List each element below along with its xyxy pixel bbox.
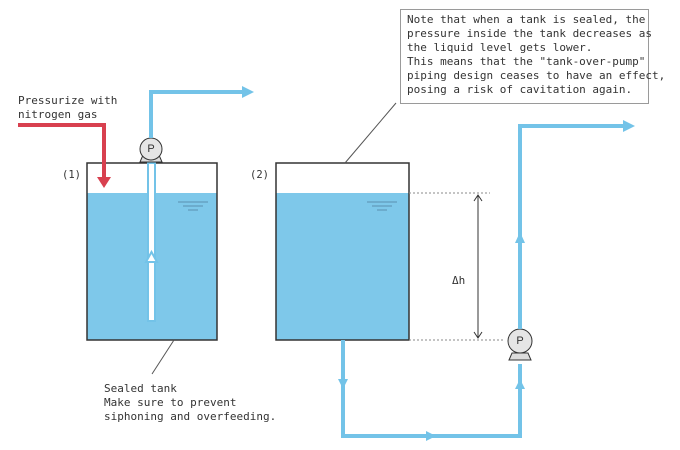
flow-arrow-up-upper: [515, 232, 525, 243]
nitrogen-gas-pipe: [18, 123, 111, 188]
flow-arrow-down: [338, 379, 348, 389]
tank-1-number: (1): [62, 169, 81, 181]
gas-arrow-head: [97, 177, 111, 188]
pump-2-label: P: [516, 335, 524, 347]
tank-2-liquid: [276, 193, 409, 340]
sealed-tank-line-1: Sealed tank: [104, 382, 177, 395]
sealed-tank-line-3: siphoning and overfeeding.: [104, 410, 277, 423]
pressurize-label-line-2: nitrogen gas: [18, 108, 98, 121]
note-callout: [400, 9, 649, 104]
dip-tube-arrow: [144, 249, 159, 263]
flow-arrow-up-lower: [515, 379, 525, 389]
note-line-4: This means that the "tank-over-pump": [407, 55, 646, 68]
delta-h-dimension: [409, 192, 505, 341]
dip-tube: [147, 162, 156, 322]
tank-2-number: (2): [250, 169, 269, 181]
pump-2: [507, 328, 533, 361]
flow-arrow-right: [426, 431, 436, 441]
tank-2: [275, 162, 410, 341]
tank-1-level-mark: [178, 201, 208, 211]
note-line-1: Note that when a tank is sealed, the: [407, 13, 646, 26]
pump-1-label: P: [147, 143, 155, 155]
pump-2-base: [508, 352, 532, 361]
tank-2-level-mark: [367, 201, 397, 211]
delta-h-label: Δh: [452, 274, 466, 287]
sealed-tank-line-2: Make sure to prevent: [104, 396, 237, 409]
tank-2-outlet-pipe: [338, 340, 525, 441]
note-line-5: piping design ceases to have an effect,: [407, 69, 666, 82]
pump-1-outlet-pipe: [149, 86, 254, 138]
note-line-2: pressure inside the tank decreases as: [407, 27, 653, 40]
note-line-3: the liquid level gets lower.: [407, 41, 593, 54]
outlet-arrow-head: [623, 120, 635, 132]
note-leader-line: [344, 102, 397, 164]
sealed-tank-leader-line: [151, 339, 175, 375]
pressurize-label-line-1: Pressurize with: [18, 94, 118, 107]
note-line-6: posing a risk of cavitation again.: [407, 83, 633, 96]
sealed-tank-1: [86, 162, 218, 341]
pump-2-outlet-pipe: [515, 120, 635, 329]
